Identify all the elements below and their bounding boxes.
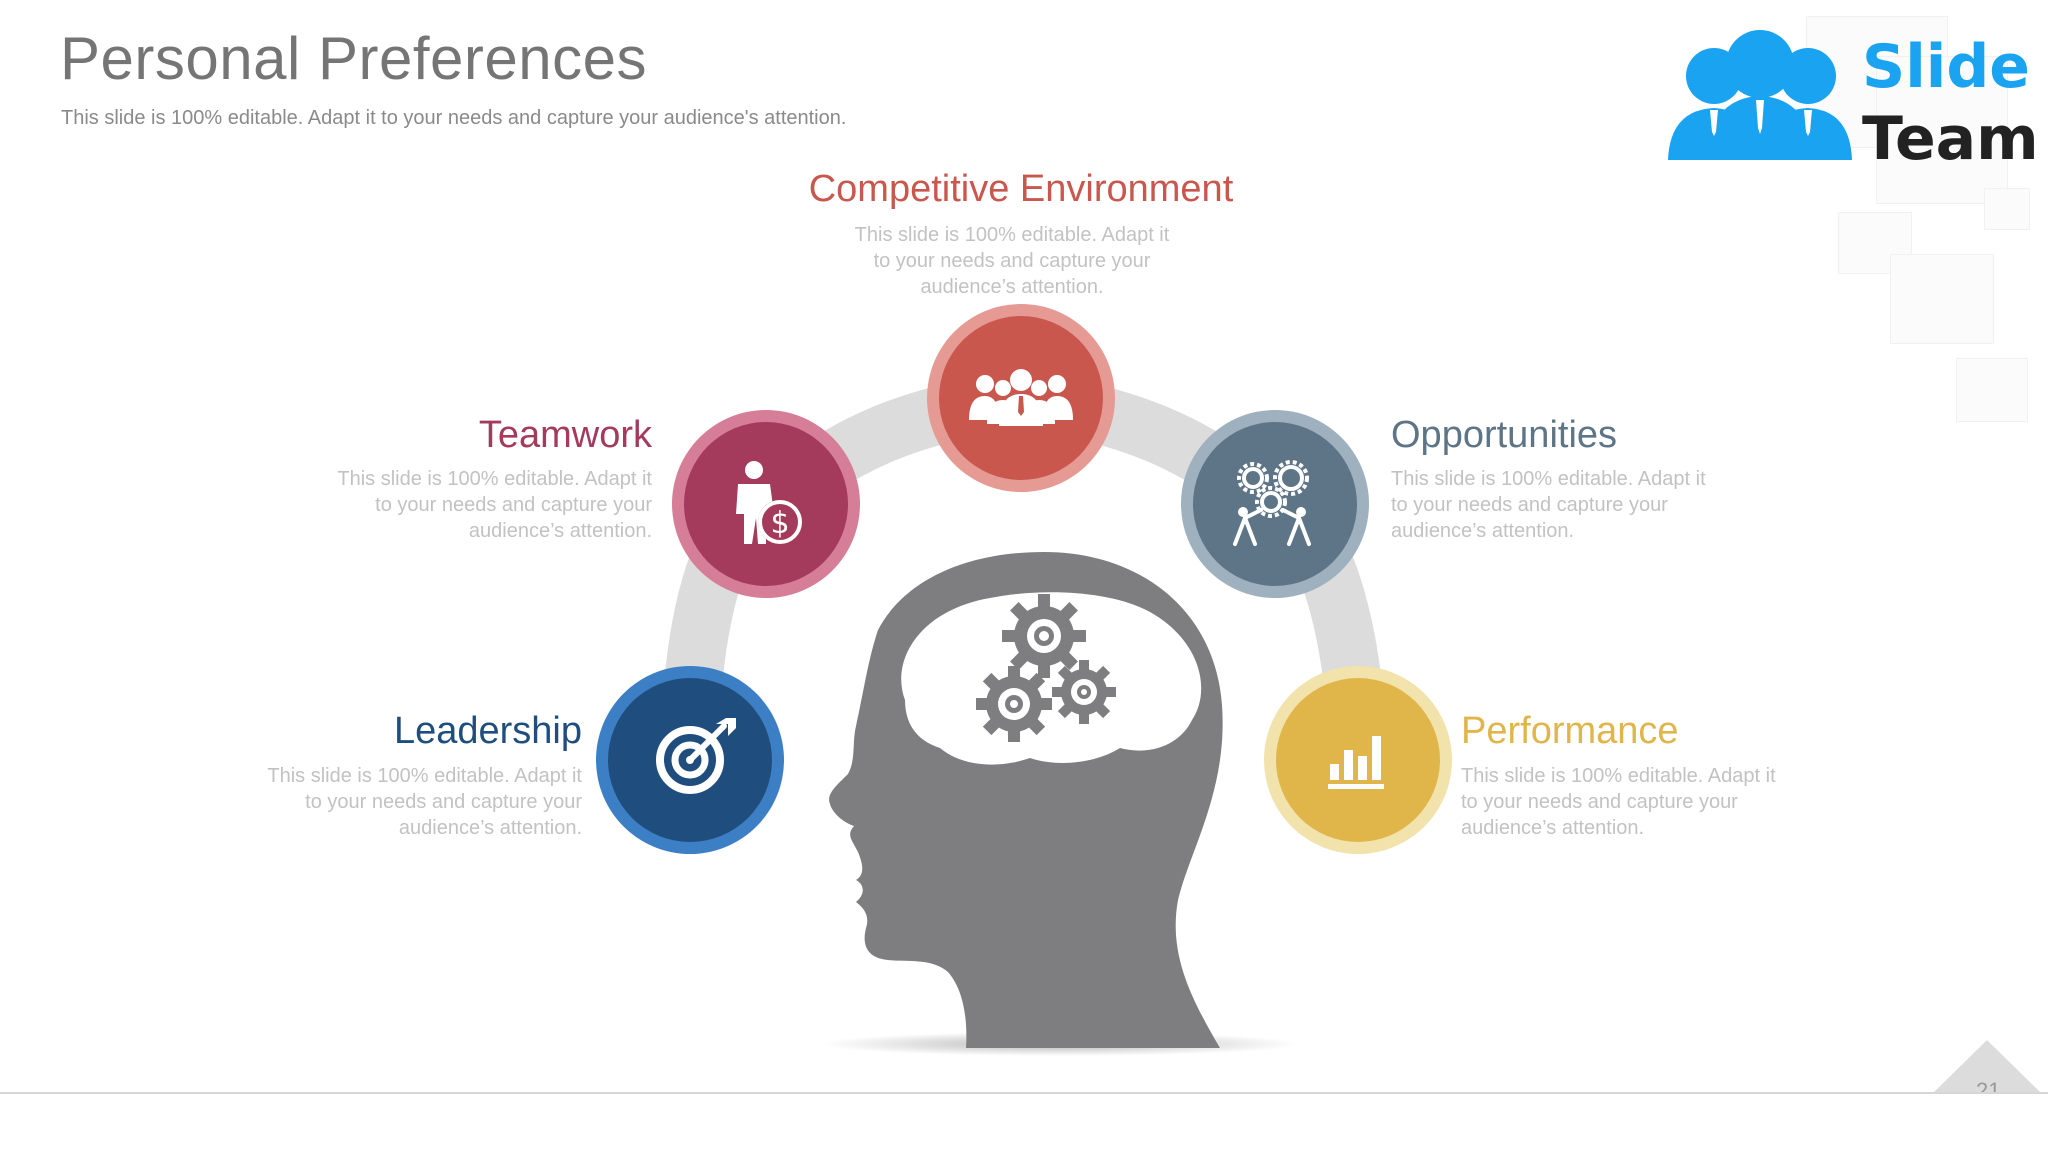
logo-word-slide: Slide	[1862, 32, 2030, 102]
teamwork-desc: This slide is 100% editable. Adapt it to…	[337, 468, 652, 542]
opportunities-desc: This slide is 100% editable. Adapt it to…	[1391, 468, 1706, 542]
opportunities-title: Opportunities	[1391, 414, 1618, 456]
page-title: Personal Preferences	[60, 25, 647, 92]
page-subtitle: This slide is 100% editable. Adapt it to…	[61, 107, 847, 129]
opportunities-node	[1181, 410, 1369, 598]
brain-area	[901, 592, 1202, 765]
leadership-desc: This slide is 100% editable. Adapt it to…	[267, 765, 582, 839]
team-icon	[969, 369, 1073, 426]
brain-gears	[976, 594, 1116, 742]
footer-line	[0, 1092, 2048, 1094]
performance-desc: This slide is 100% editable. Adapt it to…	[1461, 765, 1776, 839]
teamwork-node: $	[672, 410, 860, 598]
target-icon	[656, 718, 736, 794]
decor-square	[1876, 56, 2008, 204]
competitive-desc: This slide is 100% editable. Adapt it to…	[854, 224, 1170, 298]
gears-people-icon	[1233, 460, 1311, 546]
svg-text:$: $	[770, 506, 789, 541]
logo-word-team: Team	[1862, 104, 2039, 174]
page-corner-triangle	[1932, 1040, 2042, 1094]
leadership-node	[596, 666, 784, 854]
teamwork-title: Teamwork	[478, 414, 652, 456]
competitive-node	[927, 304, 1115, 492]
leadership-title: Leadership	[393, 710, 582, 752]
slideteam-logo	[1668, 30, 1852, 160]
performance-node	[1264, 666, 1452, 854]
decor-square	[1984, 188, 2030, 230]
bar-chart-icon	[1328, 736, 1384, 789]
performance-title: Performance	[1461, 710, 1679, 752]
competitive-title: Competitive Environment	[808, 168, 1234, 210]
businessman-dollar-icon: $	[736, 461, 802, 544]
below-slide-area	[0, 1094, 2048, 1152]
decor-square	[1890, 254, 1994, 344]
decor-square	[1956, 358, 2028, 422]
